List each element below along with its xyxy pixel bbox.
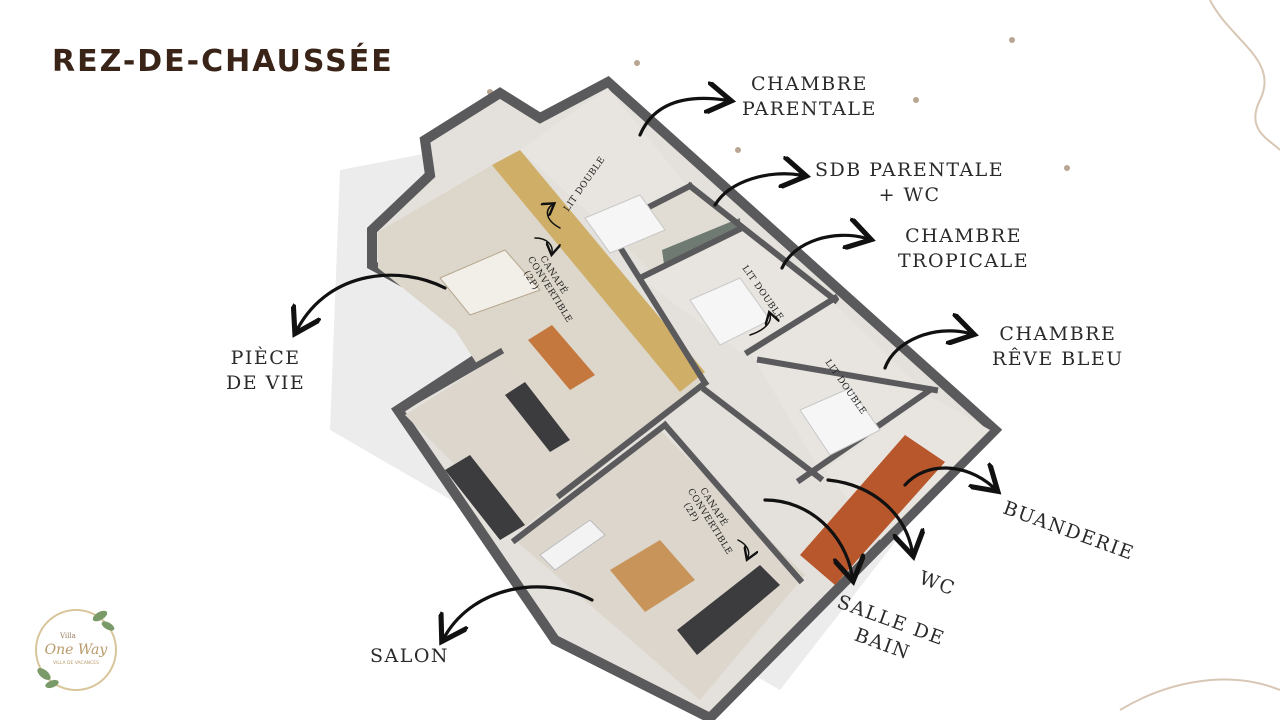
floor-chambre-parentale	[520, 88, 690, 230]
villa-one-way-logo: Villa One Way VILLA DE VACANCES	[30, 604, 122, 696]
dining-table	[528, 325, 595, 390]
arrow-small-canape-2	[737, 539, 749, 557]
label-chambre-reve-bleu-line2: RÊVE BLEU	[992, 348, 1124, 370]
floor-salle-de-bain	[665, 395, 800, 530]
arrow-small-lit-tropicale	[749, 315, 770, 336]
sofa-dark	[677, 565, 780, 655]
label-sdb-parentale: SDB PARENTALE + WC	[815, 158, 1004, 208]
coffee-table	[610, 540, 695, 612]
page-title: REZ-DE-CHAUSSÉE	[52, 44, 394, 79]
floor-chambre-reve-bleu	[752, 300, 928, 470]
arrow-sdb-parentale	[713, 174, 800, 207]
label-chambre-tropicale-line2: TROPICALE	[898, 250, 1030, 272]
arrow-small-lit-parentale	[547, 205, 561, 229]
decorative-dots	[487, 37, 1070, 171]
leaf-icon	[37, 610, 115, 689]
label-piece-de-vie: PIÈCE DE VIE	[226, 346, 305, 396]
label-piece-de-vie-line1: PIÈCE	[230, 347, 301, 369]
beds	[584, 194, 881, 456]
floor-sdb-parentale	[612, 188, 740, 285]
label-salon: SALON	[370, 644, 449, 669]
arrow-salon	[445, 585, 594, 636]
tv-stand	[539, 519, 606, 571]
orange-bench	[800, 435, 945, 585]
arrow-chambre-reve-bleu	[883, 331, 968, 370]
building	[367, 75, 1003, 724]
arrow-piece-de-vie	[298, 273, 447, 328]
label-chambre-parentale: CHAMBRE PARENTALE	[742, 72, 877, 122]
bed-parentale	[584, 194, 666, 254]
label-chambre-tropicale-line1: CHAMBRE	[905, 225, 1022, 247]
label-chambre-reve-bleu-line1: CHAMBRE	[999, 323, 1117, 345]
arrow-chambre-parentale	[638, 98, 725, 137]
logo-line2: One Way	[45, 642, 109, 658]
label-chambre-tropicale: CHAMBRE TROPICALE	[898, 224, 1029, 274]
arrow-chambre-tropicale	[780, 235, 865, 270]
kitchen-island	[505, 382, 570, 452]
label-sdb-parentale-line1: SDB PARENTALE	[815, 159, 1005, 181]
kitchen-counter	[445, 455, 525, 540]
rug	[439, 249, 541, 316]
floor-cuisine	[405, 355, 600, 530]
label-chambre-parentale-line2: PARENTALE	[742, 98, 877, 120]
label-chambre-parentale-line1: CHAMBRE	[750, 73, 868, 95]
label-sdb-parentale-line2: + WC	[878, 184, 941, 206]
label-salon-text: SALON	[370, 645, 450, 667]
label-chambre-reve-bleu: CHAMBRE RÊVE BLEU	[992, 322, 1124, 372]
label-piece-de-vie-line2: DE VIE	[226, 372, 306, 394]
arrow-buanderie	[903, 468, 993, 487]
floor-piece-de-vie	[378, 165, 705, 492]
logo-line3: VILLA DE VACANCES	[53, 660, 99, 666]
decorative-curve-bottom-right	[1119, 678, 1280, 711]
callout-arrows	[298, 98, 993, 636]
decorative-curve-top-right	[1209, 0, 1280, 151]
bed-reve-bleu	[799, 387, 881, 456]
arrow-salle-de-bain	[763, 498, 852, 575]
arrow-wc	[826, 478, 912, 550]
arrow-small-canape-1	[534, 237, 552, 252]
logo-line1: Villa	[59, 632, 76, 640]
logo-svg: Villa One Way VILLA DE VACANCES	[35, 609, 117, 691]
